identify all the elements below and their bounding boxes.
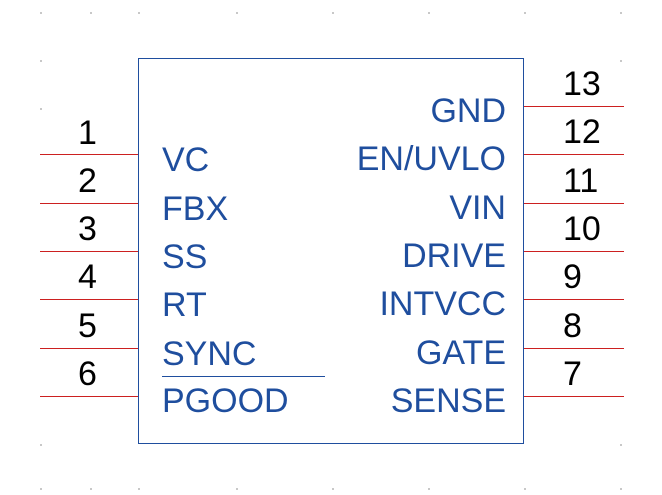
pin-line-7[interactable] (524, 396, 624, 397)
pin-line-11[interactable] (524, 203, 624, 204)
grid-dot (138, 12, 140, 14)
pin-label-rt: RT (162, 286, 207, 324)
pin-line-9[interactable] (524, 299, 624, 300)
grid-dot (332, 488, 334, 490)
pin-number-2: 2 (78, 162, 97, 200)
grid-dot (620, 444, 622, 446)
grid-dot (236, 12, 238, 14)
pin-line-13[interactable] (524, 106, 624, 107)
pin-label-intvcc: INTVCC (379, 285, 506, 323)
grid-dot (138, 488, 140, 490)
grid-dot (40, 488, 42, 490)
pin-label-sense: SENSE (390, 382, 506, 420)
pin-label-vc: VC (162, 141, 210, 179)
pin-line-3[interactable] (40, 251, 138, 252)
pin-label-fbx: FBX (162, 190, 229, 228)
pin-label-sync: SYNC (162, 335, 257, 373)
pin-line-10[interactable] (524, 251, 624, 252)
pin-number-12: 12 (563, 113, 601, 151)
pin-number-8: 8 (563, 307, 582, 345)
grid-dot (332, 12, 334, 14)
pgood-overbar (162, 376, 325, 377)
pin-line-6[interactable] (40, 396, 138, 397)
grid-dot (620, 12, 622, 14)
grid-dot (620, 60, 622, 62)
grid-dot (524, 488, 526, 490)
pin-label-en-uvlo: EN/UVLO (356, 140, 506, 178)
pin-line-2[interactable] (40, 203, 138, 204)
pin-line-1[interactable] (40, 154, 138, 155)
grid-dot (236, 488, 238, 490)
pin-number-4: 4 (78, 258, 97, 296)
pin-number-9: 9 (563, 258, 582, 296)
grid-dot (620, 488, 622, 490)
grid-dot (40, 60, 42, 62)
pin-number-11: 11 (563, 162, 599, 200)
pin-label-drive: DRIVE (402, 237, 506, 275)
pin-number-13: 13 (563, 65, 601, 103)
grid-dot (90, 12, 92, 14)
grid-dot (40, 12, 42, 14)
grid-dot (40, 108, 42, 110)
pin-number-5: 5 (78, 307, 97, 345)
pin-label-gate: GATE (415, 334, 506, 372)
grid-dot (90, 488, 92, 490)
pin-number-3: 3 (78, 210, 97, 248)
pin-label-ss: SS (162, 238, 208, 276)
ic-body-outline (138, 58, 524, 444)
pin-line-8[interactable] (524, 348, 624, 349)
pin-number-6: 6 (78, 355, 97, 393)
pin-line-12[interactable] (524, 154, 624, 155)
pin-label-pgood: PGOOD (162, 382, 289, 420)
grid-dot (428, 488, 430, 490)
pin-number-7: 7 (563, 355, 582, 393)
pin-number-10: 10 (563, 210, 601, 248)
pin-number-1: 1 (78, 114, 97, 152)
pin-label-gnd: GND (430, 92, 506, 130)
grid-dot (428, 12, 430, 14)
pin-line-4[interactable] (40, 299, 138, 300)
pin-line-5[interactable] (40, 348, 138, 349)
pin-label-vin: VIN (449, 189, 506, 227)
grid-dot (40, 444, 42, 446)
grid-dot (524, 12, 526, 14)
